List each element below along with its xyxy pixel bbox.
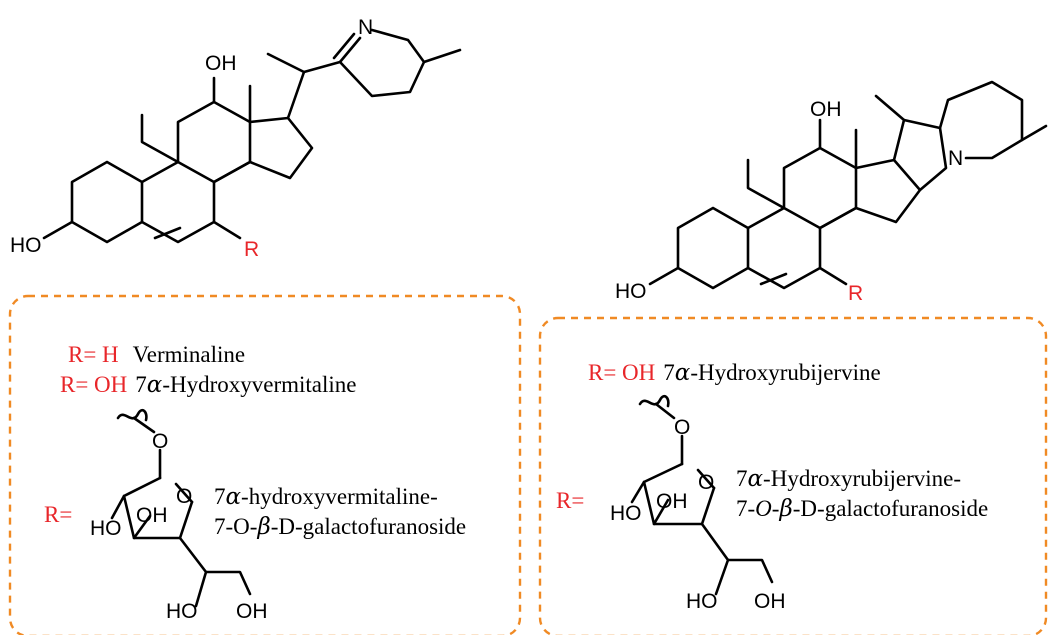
left-steroid-structure xyxy=(42,28,462,244)
left-sugar-oh-c3: OH xyxy=(136,504,168,527)
left-sugar-name-line2: 7-O-β-D-galactofuranoside xyxy=(214,514,466,540)
left-substituent-box xyxy=(8,294,522,635)
left-r-label: R xyxy=(244,238,259,261)
left-verminaline-name: Verminaline xyxy=(133,342,245,367)
right-r-label: R xyxy=(848,282,863,305)
left-sugar-ho-c5: HO xyxy=(166,600,198,623)
left-sugar-name-line1: 7α-hydroxyvermitaline- xyxy=(214,484,438,510)
right-ho-c3-label: HO xyxy=(615,280,647,303)
left-ho-c3-label: HO xyxy=(10,234,42,257)
right-sugar-ho-c2: HO xyxy=(610,502,642,525)
left-r-sugar-label: R= xyxy=(44,502,72,527)
right-sugar-structure xyxy=(630,394,774,596)
right-oh-c12-label: OH xyxy=(810,98,842,121)
left-sugar-oh-c6: OH xyxy=(236,600,268,623)
left-r-h-entry: R= H Verminaline xyxy=(68,342,245,367)
left-hydroxyvermitaline-name: -Hydroxyvermitaline xyxy=(162,372,356,397)
right-sugar-ring-o: O xyxy=(698,471,714,494)
right-steroid-structure xyxy=(648,80,1048,290)
left-sugar-ho-c2: HO xyxy=(90,517,122,540)
right-sugar-oh-c3: OH xyxy=(656,490,688,513)
right-r-oh-label: R= OH xyxy=(588,360,655,385)
right-sugar-oh-c6: OH xyxy=(754,590,786,613)
right-sugar-anomeric-o: O xyxy=(674,416,690,439)
right-sugar-ho-c5: HO xyxy=(686,590,718,613)
right-sugar-name-line2: 7-O-β-D-galactofuranoside xyxy=(736,496,988,522)
left-r-h-label: R= H xyxy=(68,342,119,367)
left-r-oh-label: R= OH xyxy=(60,372,127,397)
left-sugar-ring-o: O xyxy=(176,485,192,508)
right-substituent-box xyxy=(538,316,1048,635)
right-hydroxyrubijervine-name: -Hydroxyrubijervine xyxy=(690,360,880,385)
left-oh-c12-label: OH xyxy=(205,52,237,75)
right-sugar-name-line1: 7α-Hydroxyrubijervine- xyxy=(736,466,961,492)
right-r-sugar-label: R= xyxy=(556,488,584,513)
left-ring-n-label: N xyxy=(358,16,373,39)
right-ring-n-label: N xyxy=(948,147,963,170)
left-sugar-structure xyxy=(110,408,252,608)
left-sugar-anomeric-o: O xyxy=(152,430,168,453)
